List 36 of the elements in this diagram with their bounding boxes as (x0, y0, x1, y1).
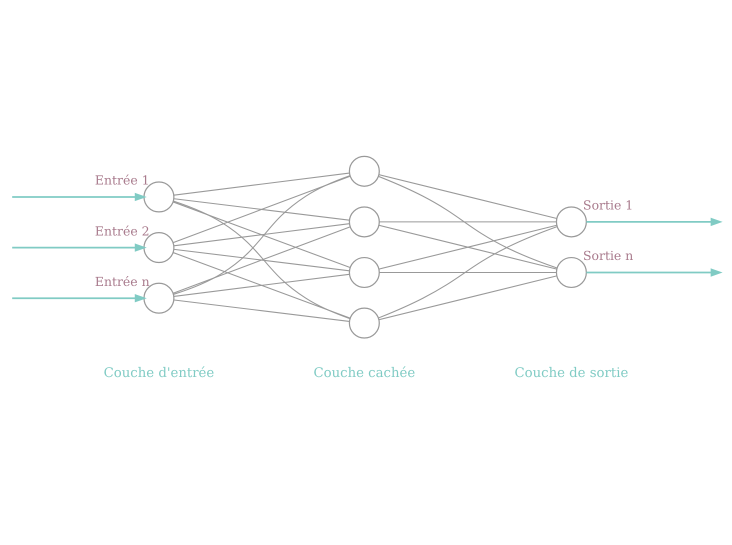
connector (378, 174, 557, 220)
arrow (586, 218, 723, 226)
label: Couche cachée (313, 366, 416, 381)
connector (173, 200, 350, 320)
connector (173, 175, 350, 295)
connector (378, 226, 558, 318)
connector (379, 221, 556, 222)
connector (378, 224, 557, 270)
connector (172, 226, 350, 294)
label: Couche d'entrée (104, 366, 214, 381)
node-label: Sortie 1 (583, 198, 634, 213)
node-label: Entrée n (94, 274, 150, 289)
node-label: Entrée 1 (94, 172, 150, 188)
connector (174, 223, 350, 246)
arrow (586, 268, 723, 277)
connector (174, 172, 350, 196)
node-circle (348, 256, 380, 288)
connector (378, 275, 557, 320)
connector (379, 272, 556, 274)
connector (174, 198, 350, 221)
node-label: Entrée 2 (94, 223, 150, 238)
connector (378, 176, 558, 269)
connector (172, 201, 350, 268)
connector (174, 299, 350, 322)
node-circle (348, 206, 380, 238)
arrow (12, 192, 147, 202)
arrow (12, 243, 147, 252)
connector (174, 274, 350, 297)
connector (172, 252, 350, 319)
arrow (12, 294, 147, 302)
node-circle (348, 308, 380, 339)
connector (174, 248, 350, 272)
connector (172, 176, 350, 244)
node-label: Sortie n (583, 248, 634, 264)
label: Couche de sortie (514, 366, 628, 381)
node-circle (348, 156, 380, 187)
